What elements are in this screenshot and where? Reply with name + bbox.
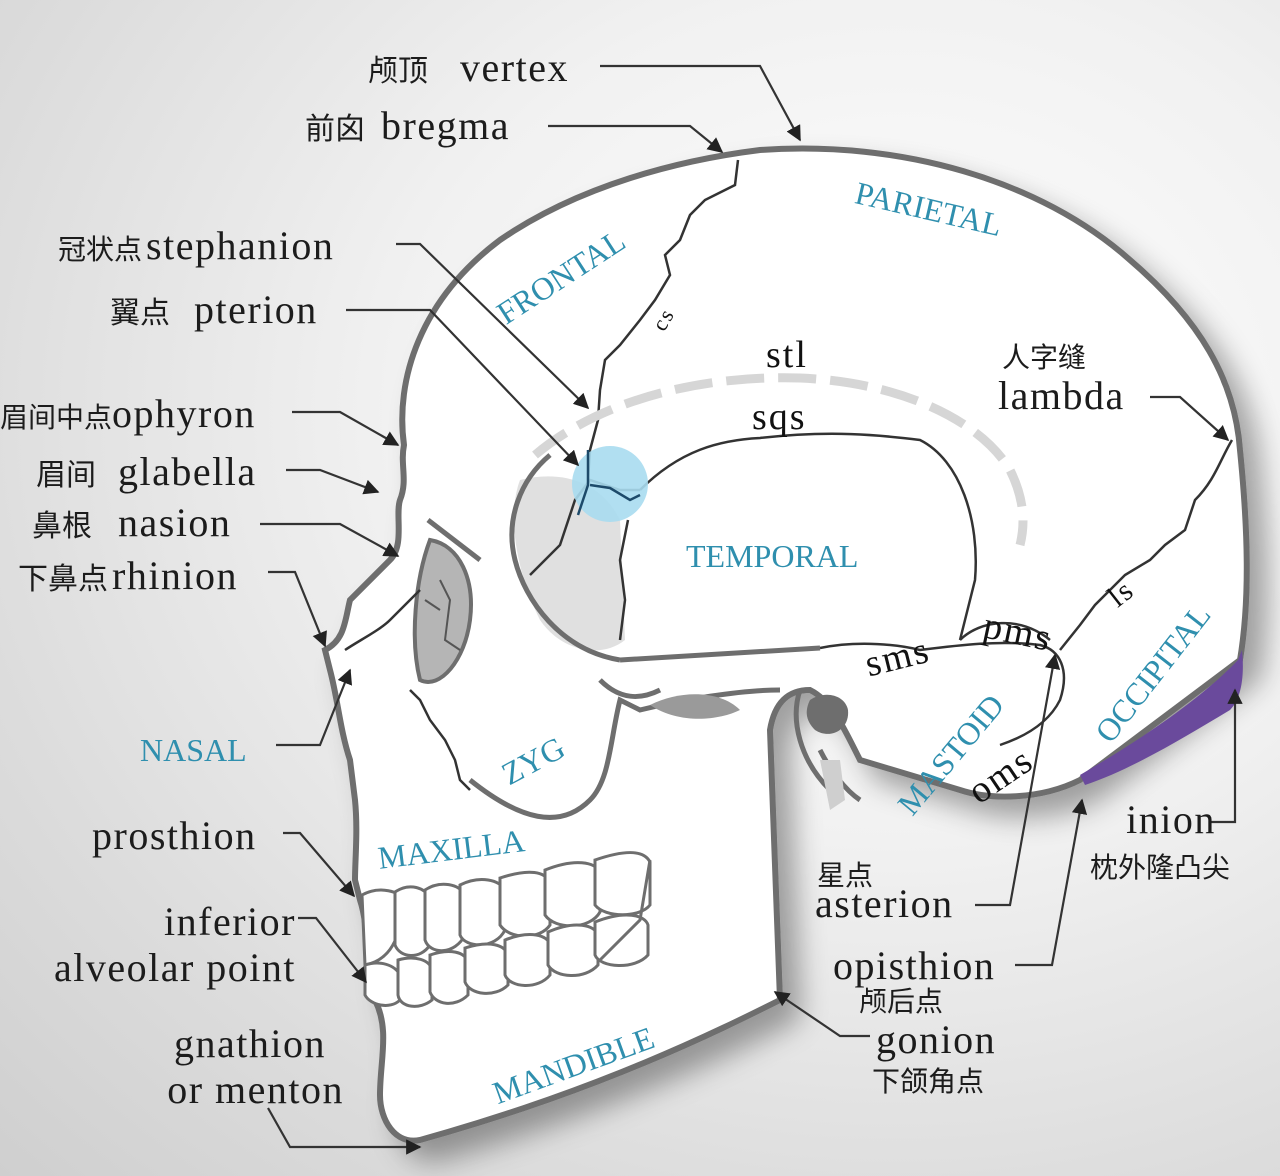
label-vertex: 颅顶 vertex [368,48,569,88]
temporal-lower [619,645,821,663]
label-gnathion: gnathion or menton [132,1024,344,1110]
orbit [412,537,473,684]
inion-zh: 枕外隆凸尖 [1090,851,1231,884]
label-asterion: 星点 asterion [815,862,954,924]
label-prosthion: prosthion [92,816,257,856]
label-stephanion: 冠状点 stephanion [58,226,334,266]
label-ophyron: 眉间中点ophyron [0,394,256,434]
label-glabella: 眉间 glabella [36,452,257,492]
lambda-zh: 人字缝 [1002,341,1087,374]
gnathion-line2: or menton [167,1067,344,1112]
gnathion-line1: gnathion [174,1021,326,1066]
inferior-alveolar-line2: alveolar point [53,945,296,990]
gonion-en: gonion [876,1017,997,1062]
label-pterion: 翼点 pterion [110,290,318,330]
label-bregma: 前囟 bregma [305,106,510,146]
prosthion-en: prosthion [92,813,257,858]
bregma-en: bregma [381,103,510,148]
inion-region [1080,650,1243,785]
asterion-en: asterion [815,881,954,926]
bregma-zh: 前囟 [305,112,365,147]
leader-lines [260,64,1243,1155]
sphenoid-region [513,476,625,651]
vertex-en: vertex [460,45,569,90]
label-gonion: gonion 下颌角点 [872,1020,996,1096]
glabella-zh: 眉间 [36,458,96,493]
pterion-highlight [572,446,648,522]
glabella-en: glabella [118,449,257,494]
vertex-zh: 颅顶 [368,54,428,89]
coronal-suture [586,159,740,481]
lambda-en: lambda [998,373,1125,418]
nasion-zh: 鼻根 [32,509,92,544]
asterion-zh: 星点 [817,859,874,892]
gonion-zh: 下颌角点 [872,1065,985,1098]
rhinion-zh: 下鼻点 [18,562,108,597]
lambdoid-suture [1059,439,1234,651]
squamous-suture [639,432,977,641]
pterion-zh: 翼点 [110,296,170,331]
label-opisthion: opisthion 颅后点 [833,946,995,1016]
bone-nasal: NASAL [140,732,247,768]
label-lambda: 人字缝 lambda [998,344,1125,416]
bone-temporal: TEMPORAL [686,538,859,574]
inferior-alveolar-line1: inferior [164,899,296,944]
stephanion-en: stephanion [146,223,335,268]
external-auditory-meatus [806,694,849,734]
ophyron-en: ophyron [112,391,256,436]
label-inferior-alveolar: inferior alveolar point [24,902,296,988]
stephanion-zh: 冠状点 [58,233,143,266]
label-rhinion: 下鼻点 rhinion [18,556,238,596]
label-nasion: 鼻根 nasion [32,503,231,543]
pterion-en: pterion [194,287,318,332]
ophyron-zh: 眉间中点 [0,401,113,434]
inion-en: inion [1126,797,1216,842]
nasion-en: nasion [118,500,232,545]
label-inion: inion 枕外隆凸尖 [1090,800,1230,882]
superior-temporal-line [532,373,1028,547]
opisthion-zh: 颅后点 [859,985,944,1018]
rhinion-en: rhinion [112,553,239,598]
suture-sqs: sqs [752,396,807,438]
suture-stl: stl [766,334,808,376]
opisthion-en: opisthion [833,943,996,988]
teeth [360,851,652,1008]
